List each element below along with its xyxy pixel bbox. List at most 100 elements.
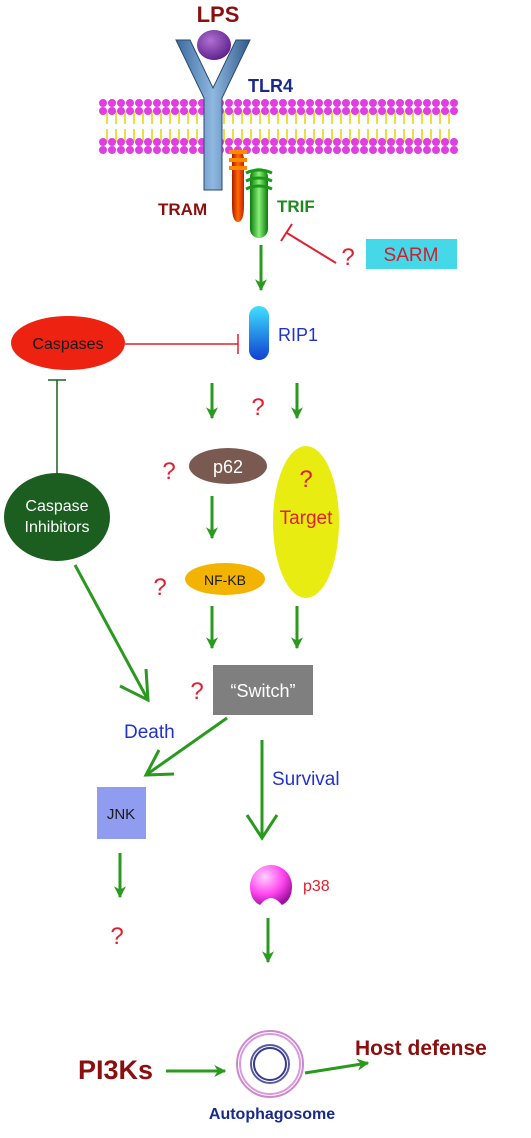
lipid-head (288, 107, 296, 115)
sarm-box (366, 239, 457, 269)
lipid-head (162, 146, 170, 154)
lipid-head (342, 99, 350, 107)
lipid-head (117, 107, 125, 115)
lipid-head (414, 138, 422, 146)
lipid-head (423, 146, 431, 154)
lipid-head (225, 138, 233, 146)
lipid-head (297, 138, 305, 146)
lipid-head (333, 107, 341, 115)
lipid-head (189, 138, 197, 146)
lipid-head (117, 99, 125, 107)
pi3ks-label: PI3Ks (78, 1055, 153, 1085)
lipid-head (306, 146, 314, 154)
lipid-head (189, 146, 197, 154)
lipid-head (180, 99, 188, 107)
lipid-head (180, 107, 188, 115)
arrow-autophagosome-to-host-defense (304, 1058, 370, 1075)
autophagosome (236, 1030, 304, 1098)
caspase-inhibitors-label-line2: Inhibitors (25, 519, 90, 536)
lipid-head (315, 99, 323, 107)
lipid-head (432, 146, 440, 154)
jnk-question-mark: ? (110, 923, 123, 950)
lipid-head (279, 138, 287, 146)
lipid-head (288, 146, 296, 154)
lipid-head (108, 146, 116, 154)
lipid-head (450, 146, 458, 154)
lipid-head (378, 146, 386, 154)
lipid-head (279, 107, 287, 115)
lipid-head (306, 107, 314, 115)
nfkb-question-mark: ? (153, 574, 166, 601)
autophagosome-label: Autophagosome (209, 1106, 335, 1123)
switch-label: “Switch” (230, 681, 295, 701)
lipid-head (144, 99, 152, 107)
arrow-switch-to-jnk-head (143, 749, 175, 777)
tram-protein (229, 149, 247, 222)
survival-label: Survival (272, 769, 340, 790)
lipid-head (414, 146, 422, 154)
sarm-label: SARM (384, 245, 439, 266)
lipid-head (405, 107, 413, 115)
lipid-head (423, 99, 431, 107)
lipid-head (270, 146, 278, 154)
lipid-head (324, 107, 332, 115)
trif-label: TRIF (277, 197, 315, 216)
lipid-head (162, 99, 170, 107)
lipid-head (99, 107, 107, 115)
lipid-head (351, 146, 359, 154)
rip1-label: RIP1 (278, 325, 318, 345)
lipid-head (252, 138, 260, 146)
lipid-head (225, 99, 233, 107)
lipid-head (306, 138, 314, 146)
lipid-head (342, 146, 350, 154)
lipid-head (126, 138, 134, 146)
lipid-head (144, 138, 152, 146)
lipid-head (432, 138, 440, 146)
lipid-head (180, 146, 188, 154)
lipid-head (441, 138, 449, 146)
cell-membrane (99, 99, 458, 154)
host-defense-label: Host defense (355, 1037, 487, 1060)
lipid-head (99, 146, 107, 154)
lipid-head (414, 99, 422, 107)
lipid-head (243, 99, 251, 107)
lipid-head (234, 107, 242, 115)
nfkb-label: NF-KB (204, 572, 246, 588)
lipid-head (396, 99, 404, 107)
lipid-head (279, 99, 287, 107)
lipid-head (171, 138, 179, 146)
lipid-head (99, 138, 107, 146)
lipid-head (126, 107, 134, 115)
sarm-question-mark: ? (341, 244, 354, 271)
lps-label: LPS (197, 2, 240, 27)
arrow-inhibitors-to-death-head (119, 668, 150, 703)
lipid-head (360, 138, 368, 146)
lipid-head (108, 138, 116, 146)
lipid-head (171, 146, 179, 154)
switch-node (213, 665, 313, 715)
lipid-head (297, 146, 305, 154)
tlr4-label: TLR4 (248, 76, 293, 96)
arrow-switch-to-jnk (145, 716, 228, 777)
caspases-node (11, 316, 125, 370)
trif-protein (245, 168, 273, 238)
lipid-head (153, 146, 161, 154)
lipid-head (369, 99, 377, 107)
lipid-head (378, 138, 386, 146)
jnk-node (97, 787, 146, 839)
tlr4-receptor (175, 39, 251, 191)
lipid-head (297, 99, 305, 107)
lipid-head (261, 107, 269, 115)
lipid-head (108, 107, 116, 115)
lipid-head (306, 99, 314, 107)
lipid-head (315, 138, 323, 146)
lipid-head (351, 99, 359, 107)
lipid-head (441, 107, 449, 115)
lipid-head (450, 138, 458, 146)
p62-question-mark: ? (162, 458, 175, 485)
lipid-head (396, 107, 404, 115)
lipid-head (315, 107, 323, 115)
lipid-head (189, 107, 197, 115)
lipid-head (324, 146, 332, 154)
